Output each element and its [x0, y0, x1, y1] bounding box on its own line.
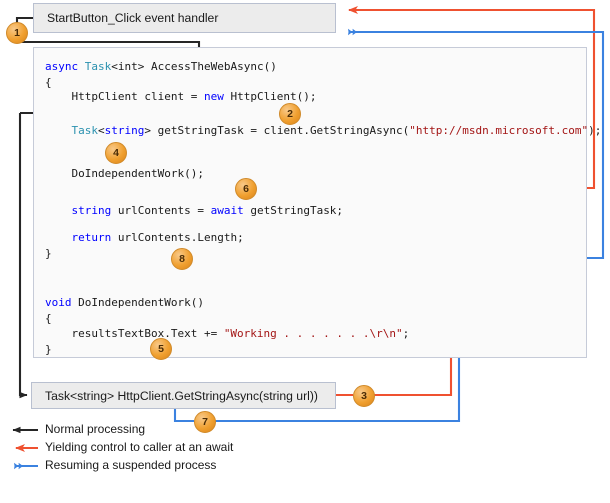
legend-resume-label: Resuming a suspended process	[45, 458, 217, 472]
code-line-5: DoIndependentWork();	[45, 167, 204, 180]
marker-3: 3	[353, 385, 375, 407]
marker-8: 8	[171, 248, 193, 270]
code-line-2: {	[45, 76, 52, 89]
wire-call-getstringasync	[18, 256, 28, 399]
start-button-click-box[interactable]: StartButton_Click event handler	[33, 3, 336, 33]
code-line-7: return urlContents.Length;	[71, 231, 244, 244]
code-line-9: void DoIndependentWork()	[45, 296, 204, 309]
legend-normal-label: Normal processing	[45, 422, 146, 436]
getstringasync-task-label: Task<string> HttpClient.GetStringAsync(s…	[45, 388, 318, 403]
start-button-click-label: StartButton_Click event handler	[47, 11, 219, 25]
code-line-8: }	[45, 247, 52, 260]
code-line-6: string urlContents = await getStringTask…	[71, 204, 344, 217]
code-line-1: async Task<int> AccessTheWebAsync()	[45, 60, 277, 73]
marker-5: 5	[150, 338, 172, 360]
code-line-12: }	[45, 343, 52, 356]
marker-6: 6	[235, 178, 257, 200]
marker-4: 4	[105, 142, 127, 164]
code-line-4: Task<string> getStringTask = client.GetS…	[71, 124, 602, 137]
code-line-3: HttpClient client = new HttpClient();	[45, 90, 317, 103]
code-panel	[33, 47, 587, 358]
code-line-10: {	[45, 312, 52, 325]
code-line-11: resultsTextBox.Text += "Working . . . . …	[45, 327, 410, 340]
marker-7: 7	[194, 411, 216, 433]
getstringasync-task-box[interactable]: Task<string> HttpClient.GetStringAsync(s…	[31, 382, 336, 409]
marker-1: 1	[6, 22, 28, 44]
marker-2: 2	[279, 103, 301, 125]
legend-yield-label: Yielding control to caller at an await	[45, 440, 234, 454]
